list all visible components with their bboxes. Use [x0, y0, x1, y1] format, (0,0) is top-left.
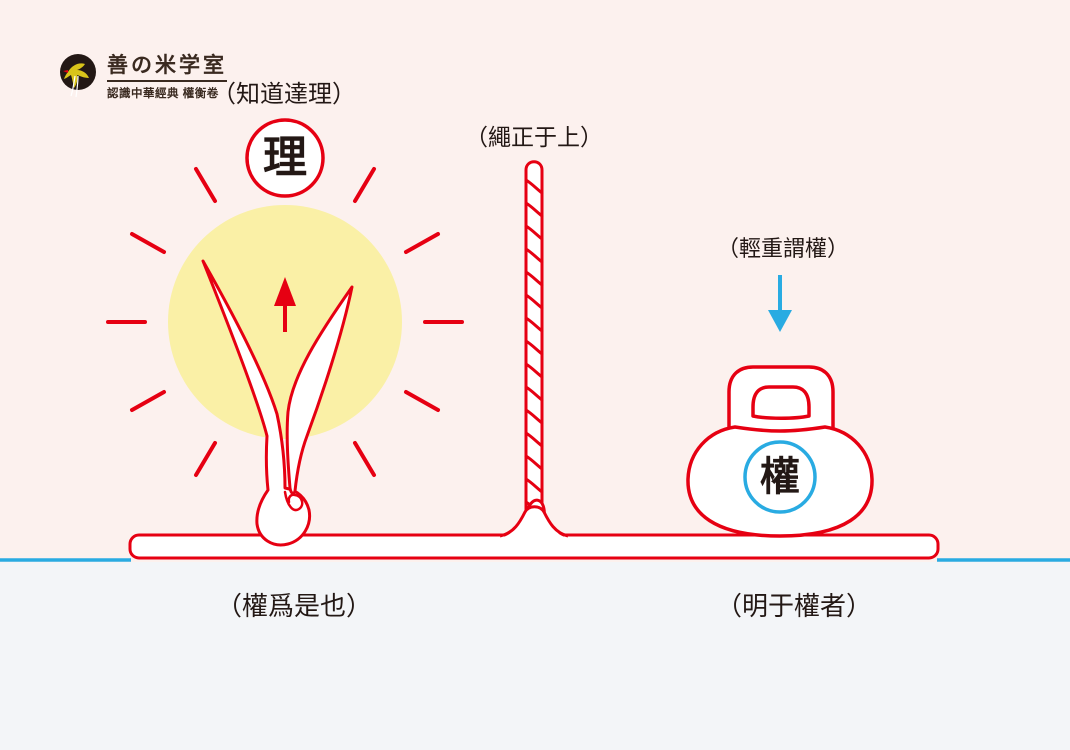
lower-background: [0, 562, 1070, 750]
weight-character: 權: [760, 455, 800, 499]
label-rope-upright: （繩正于上）: [465, 124, 603, 150]
label-bottom-right: （明于權者）: [715, 591, 872, 621]
reason-character: 理: [263, 133, 307, 182]
reason-circle: [245, 118, 325, 198]
sun-rays-icon: [106, 167, 464, 477]
kettlebell-weight-icon: [686, 365, 874, 538]
balance-beam: [128, 533, 940, 560]
logo-title: 善の米学室: [107, 52, 227, 82]
weight-circle: [743, 440, 817, 514]
logo-text: 善の米学室 認識中華經典 權衡卷: [107, 52, 227, 101]
sprout-icon: [201, 259, 354, 547]
up-arrow-icon: [274, 277, 296, 332]
swallow-bird-icon: [60, 54, 96, 98]
down-arrow-icon: [768, 275, 792, 332]
label-knowing-reason: （知道達理）: [212, 81, 356, 108]
label-weighing: （輕重謂權）: [716, 236, 849, 261]
logo: 善の米学室 認識中華經典 權衡卷: [59, 52, 227, 101]
twisted-rope-icon: [499, 160, 569, 538]
logo-subtitle: 認識中華經典 權衡卷: [107, 88, 219, 100]
label-bottom-left: （權爲是也）: [215, 591, 372, 621]
